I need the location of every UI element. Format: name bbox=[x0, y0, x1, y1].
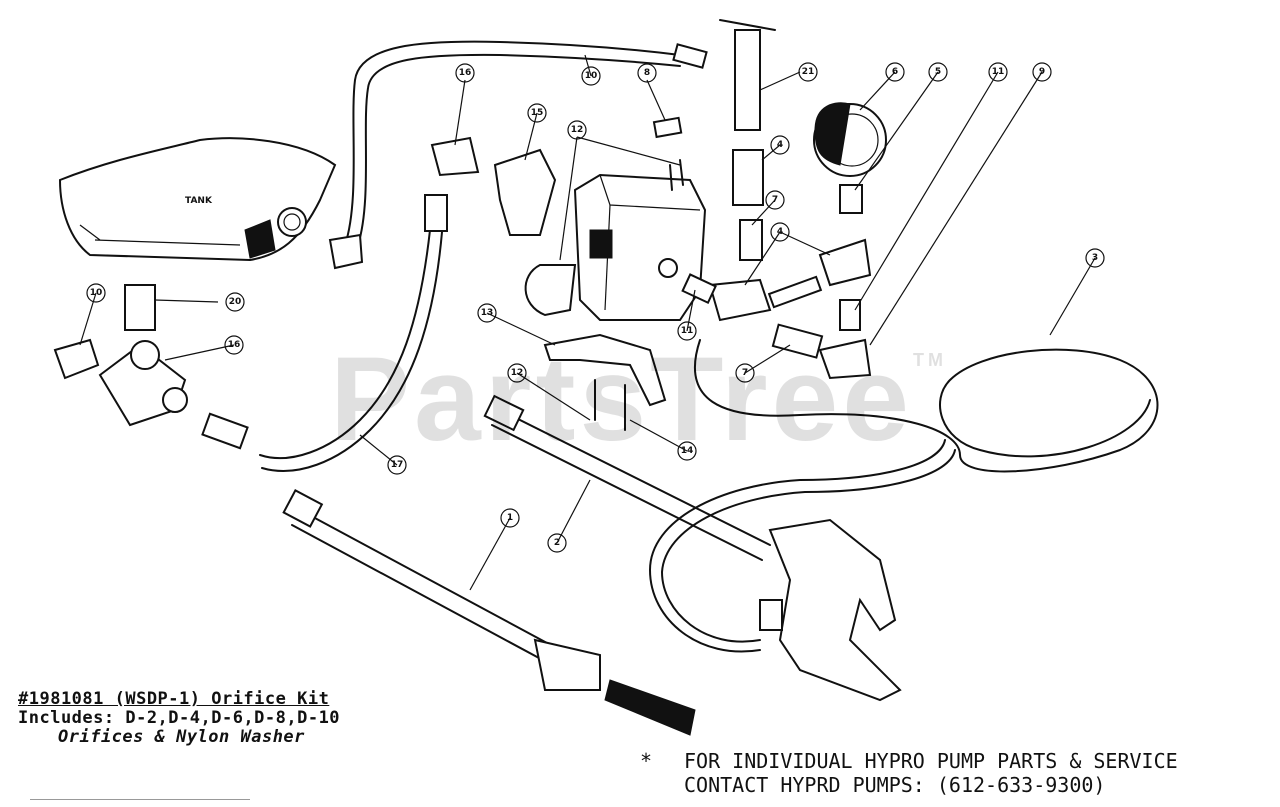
callout-17: 17 bbox=[387, 455, 407, 475]
callout-4b: 4 bbox=[770, 222, 790, 242]
callout-14: 14 bbox=[677, 441, 697, 461]
svg-text:21: 21 bbox=[802, 67, 815, 77]
callout-8: 8 bbox=[637, 63, 657, 83]
callout-1: 1 bbox=[500, 508, 520, 528]
fittings-and-gauge bbox=[652, 19, 887, 380]
svg-text:10: 10 bbox=[90, 288, 103, 298]
svg-text:3: 3 bbox=[1092, 253, 1098, 263]
svg-text:4: 4 bbox=[777, 140, 783, 150]
watermark-tm: TM bbox=[913, 350, 948, 370]
callout-16b: 16 bbox=[224, 335, 244, 355]
tank-fittings bbox=[53, 136, 557, 427]
callout-4a: 4 bbox=[770, 135, 790, 155]
svg-text:14: 14 bbox=[681, 446, 694, 456]
svg-text:5: 5 bbox=[935, 67, 941, 77]
callout-5: 5 bbox=[928, 62, 948, 82]
tank-label: TANK bbox=[185, 196, 213, 206]
callout-2: 2 bbox=[547, 533, 567, 553]
kit-note-items: Orifices & Nylon Washer bbox=[58, 727, 305, 747]
hose-17 bbox=[201, 194, 448, 472]
callout-6: 6 bbox=[885, 62, 905, 82]
callout-13: 13 bbox=[477, 303, 497, 323]
svg-text:15: 15 bbox=[531, 108, 544, 118]
callout-12b: 12 bbox=[507, 363, 527, 383]
svg-text:10: 10 bbox=[585, 71, 598, 81]
svg-text:11: 11 bbox=[992, 67, 1005, 77]
divider bbox=[30, 799, 250, 800]
svg-text:9: 9 bbox=[1039, 67, 1045, 77]
bolts bbox=[594, 159, 684, 431]
service-note-line2: CONTACT HYPRD PUMPS: (612-633-9300) bbox=[684, 773, 1106, 797]
service-note-asterisk: * bbox=[640, 749, 653, 773]
callout-7a: 7 bbox=[765, 190, 785, 210]
service-note-line1: FOR INDIVIDUAL HYPRO PUMP PARTS & SERVIC… bbox=[684, 749, 1178, 773]
svg-text:1: 1 bbox=[507, 513, 513, 523]
callout-10a: 10 bbox=[581, 66, 601, 86]
svg-text:12: 12 bbox=[571, 125, 584, 135]
spray-gun bbox=[483, 394, 902, 702]
callout-10b: 10 bbox=[86, 283, 106, 303]
svg-text:4: 4 bbox=[777, 227, 783, 237]
svg-text:11: 11 bbox=[681, 326, 694, 336]
watermark: PartsTreeTM bbox=[330, 332, 948, 466]
bracket-13 bbox=[543, 333, 667, 407]
callout-11b: 11 bbox=[677, 321, 697, 341]
svg-text:16: 16 bbox=[459, 68, 472, 78]
svg-text:13: 13 bbox=[481, 308, 494, 318]
callout-11a: 11 bbox=[988, 62, 1008, 82]
callout-9: 9 bbox=[1032, 62, 1052, 82]
kit-note-includes: Includes: D-2,D-4,D-6,D-8,D-10 bbox=[18, 708, 341, 728]
hose-10 bbox=[328, 40, 708, 270]
callout-3: 3 bbox=[1085, 248, 1105, 268]
svg-text:8: 8 bbox=[644, 68, 650, 78]
pump-body bbox=[524, 173, 707, 321]
tank: TANK bbox=[58, 137, 337, 262]
callout-21: 21 bbox=[798, 62, 818, 82]
callout-16a: 16 bbox=[455, 63, 475, 83]
callout-bubbles: 1 2 3 4 4 5 6 7 7 8 9 10 10 11 11 12 12 … bbox=[86, 62, 1105, 553]
svg-text:12: 12 bbox=[511, 368, 524, 378]
kit-note-title: #1981081 (WSDP-1) Orifice Kit bbox=[18, 689, 330, 709]
svg-text:7: 7 bbox=[772, 195, 778, 205]
spray-wand bbox=[282, 489, 696, 736]
svg-text:16: 16 bbox=[228, 340, 241, 350]
callout-20: 20 bbox=[225, 292, 245, 312]
svg-text:7: 7 bbox=[742, 368, 748, 378]
callout-15: 15 bbox=[527, 103, 547, 123]
svg-text:6: 6 bbox=[892, 67, 898, 77]
service-note: * FOR INDIVIDUAL HYPRO PUMP PARTS & SERVI… bbox=[640, 749, 1178, 797]
svg-text:2: 2 bbox=[554, 538, 560, 548]
hose-3 bbox=[649, 339, 1159, 653]
leader-lines bbox=[79, 54, 1096, 591]
svg-text:20: 20 bbox=[229, 297, 242, 307]
svg-text:17: 17 bbox=[391, 460, 404, 470]
callout-12a: 12 bbox=[567, 120, 587, 140]
callout-7b: 7 bbox=[735, 363, 755, 383]
